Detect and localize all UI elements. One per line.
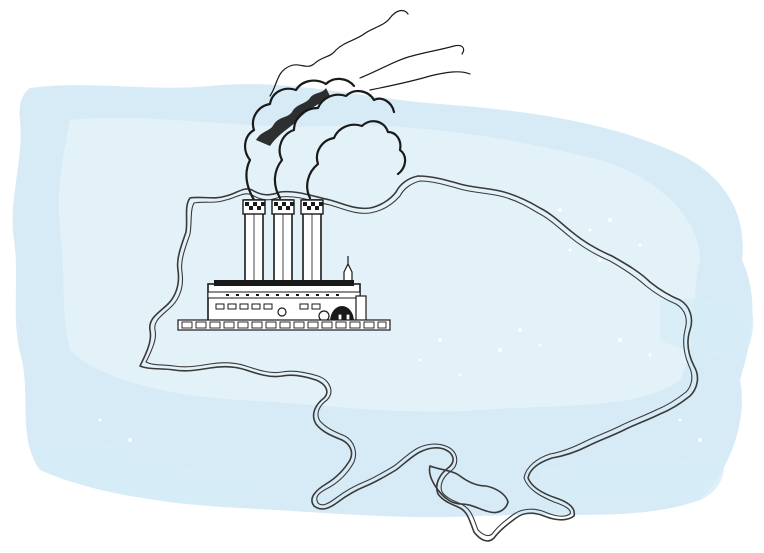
wash-lower-right-streak <box>540 452 724 507</box>
smoke-plume-middle <box>273 90 396 200</box>
country-outline <box>139 175 699 542</box>
wash-speckles <box>98 208 702 442</box>
watercolor-wash <box>12 84 754 518</box>
country-outline-inner <box>145 180 693 537</box>
chimney-middle <box>271 199 295 285</box>
factory-building <box>207 280 367 323</box>
smoke-wisp-right <box>359 44 465 79</box>
smoke-plumes <box>244 9 471 202</box>
smoke-wisp-right-lower <box>369 71 471 91</box>
peninsula-outline <box>428 465 509 514</box>
smoke-plume-right <box>306 120 407 200</box>
smoke-dark-swirl <box>256 88 330 146</box>
wash-highlight-area <box>58 117 700 412</box>
smoke-wisp-top <box>269 9 409 97</box>
country-outline-outer <box>139 175 699 542</box>
factory-ground-strip <box>177 319 391 331</box>
chimney-right <box>300 199 324 285</box>
wash-lower-streak <box>40 437 260 508</box>
factory <box>177 199 391 331</box>
smoke-plume-left <box>244 77 356 202</box>
chimney-left <box>242 199 266 285</box>
